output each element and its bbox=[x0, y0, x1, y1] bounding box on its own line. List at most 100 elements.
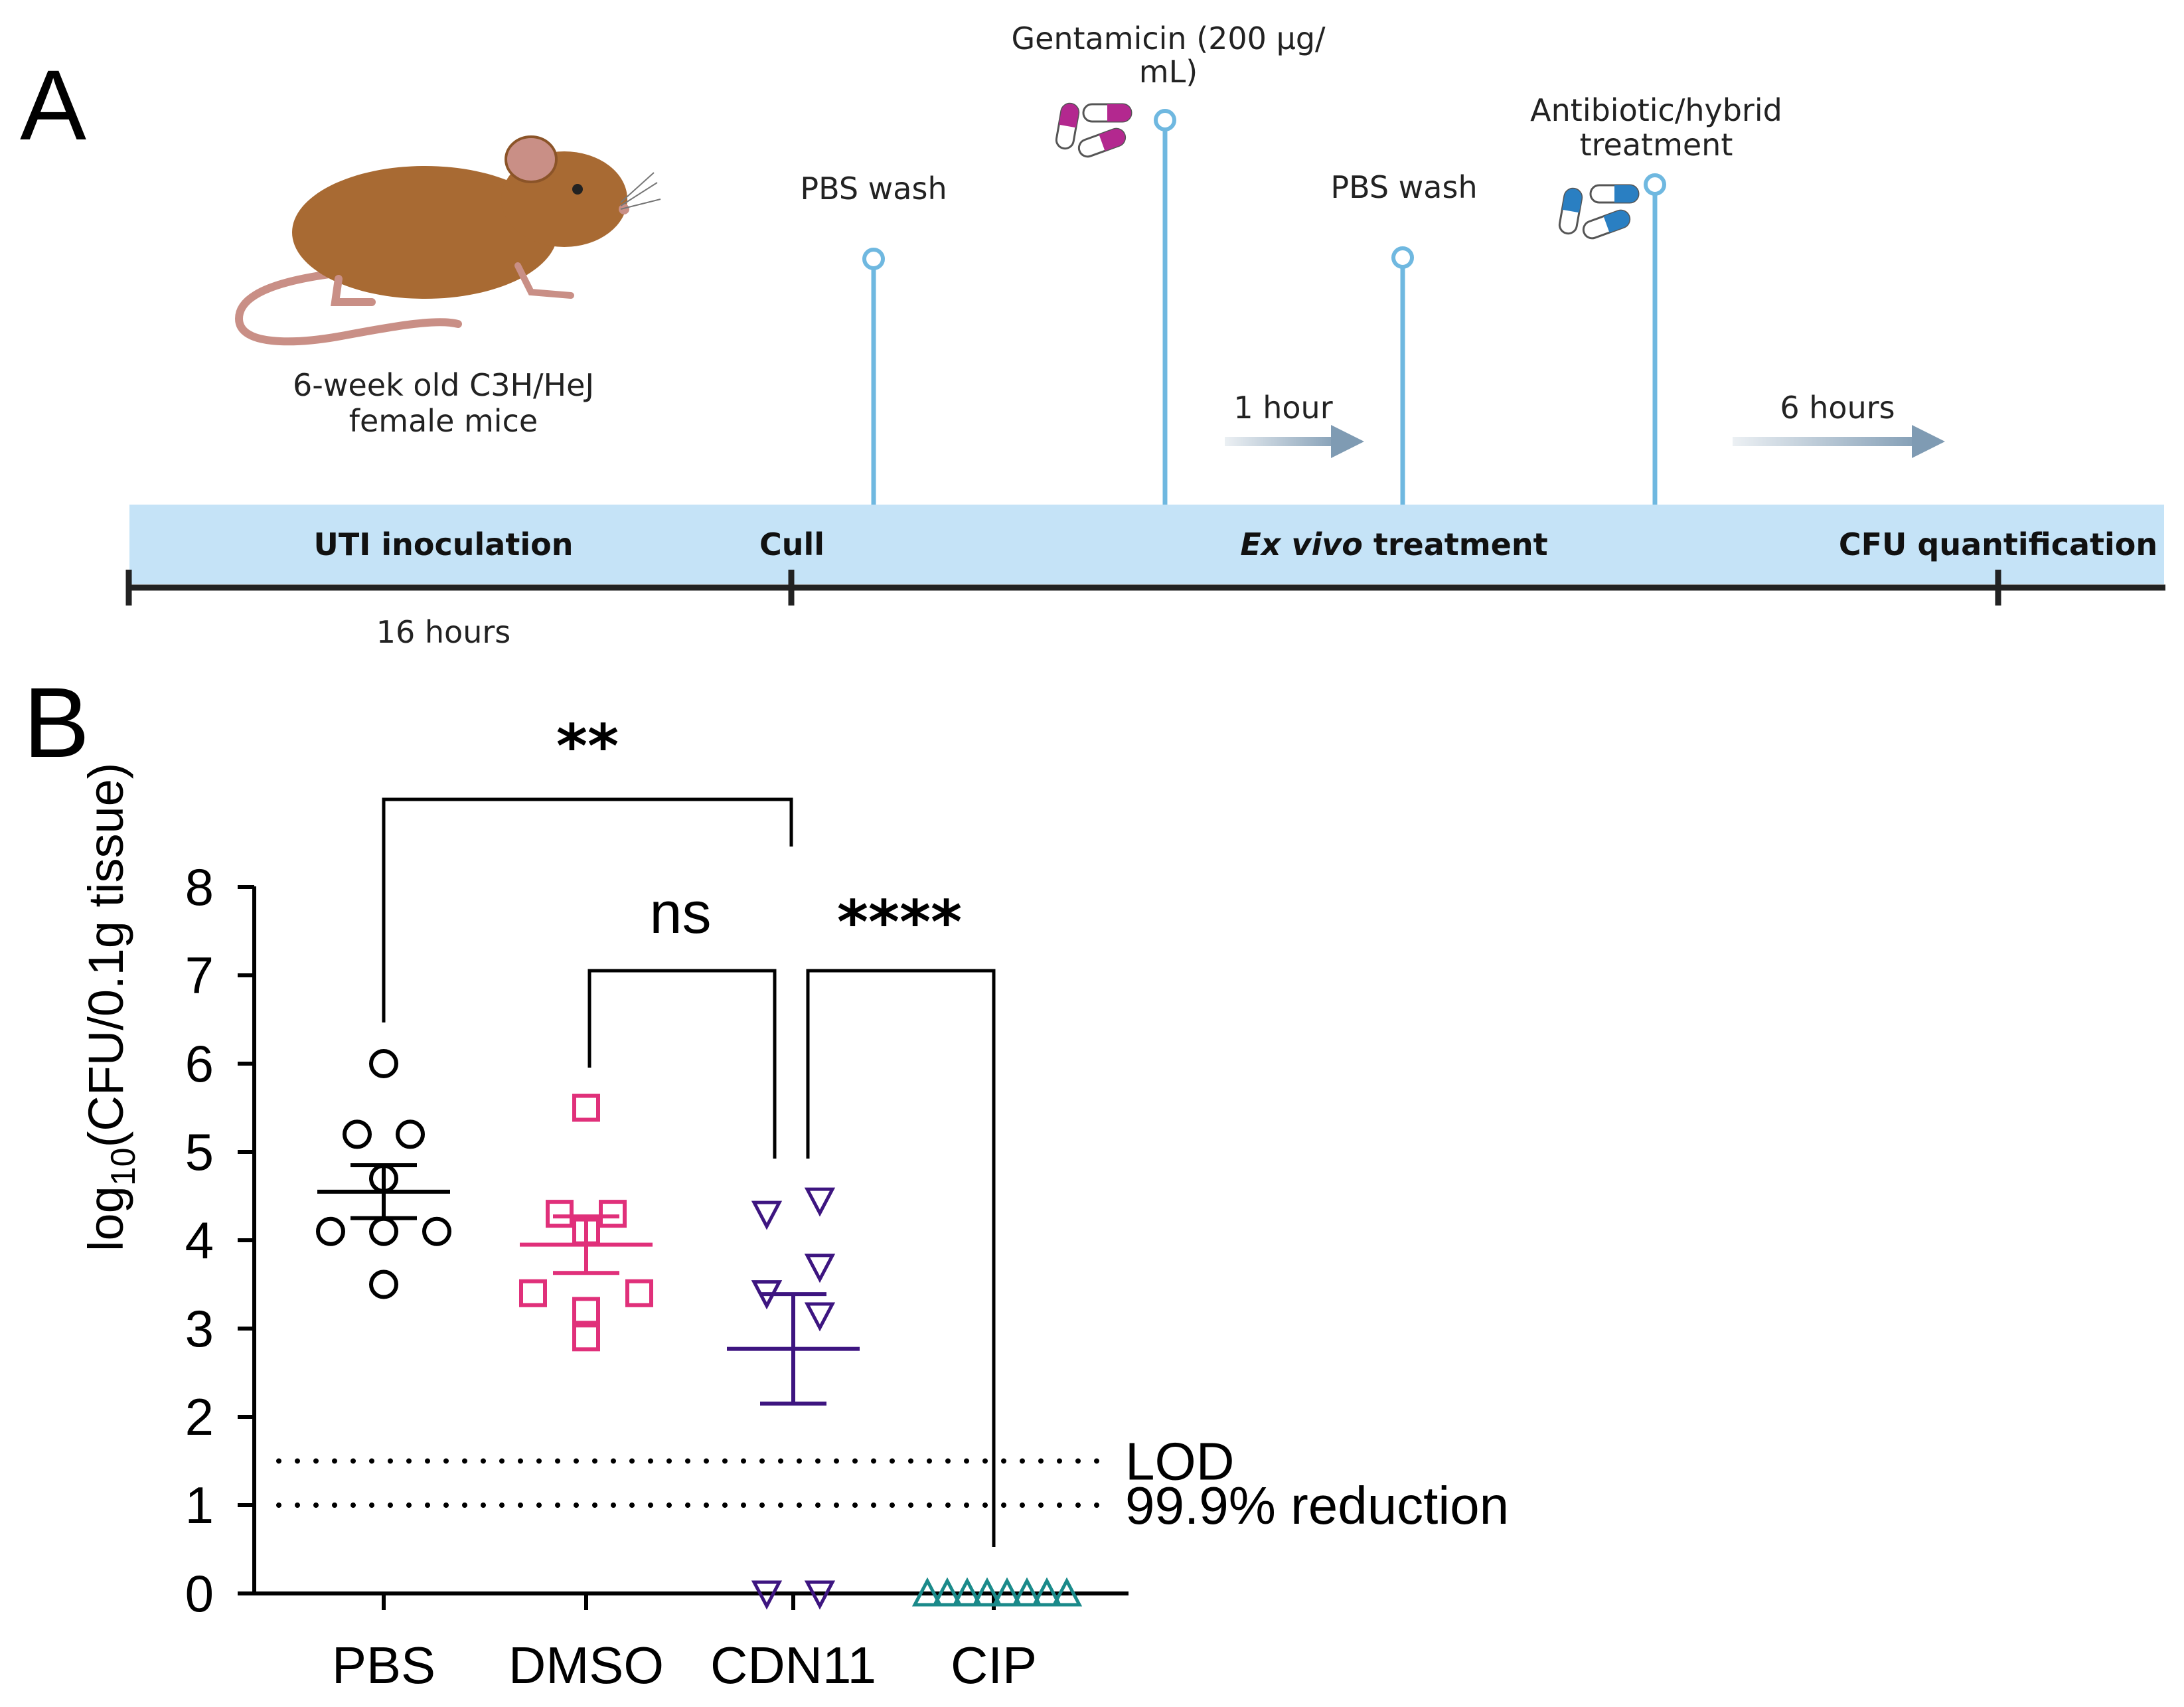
panel-b-letter: B bbox=[23, 667, 90, 778]
x-tick-label: PBS bbox=[332, 1636, 435, 1694]
y-tick-label: 6 bbox=[185, 1034, 214, 1093]
y-axis-label-prefix: log bbox=[78, 1186, 133, 1252]
mean-sem-bars bbox=[317, 1163, 860, 1406]
arrow-1-hour: 1 hour bbox=[1225, 390, 1364, 458]
event-pbs-wash-2: PBS wash bbox=[1330, 169, 1478, 505]
significance-brackets: ** ns **** bbox=[382, 712, 996, 1547]
data-point-triangle-up bbox=[1051, 1577, 1083, 1607]
y-tick-label: 3 bbox=[185, 1299, 214, 1358]
data-point-triangle-down bbox=[804, 1254, 836, 1283]
mouse-tail bbox=[234, 268, 462, 346]
data-point-triangle-down bbox=[804, 1302, 836, 1332]
y-tick-label: 2 bbox=[185, 1388, 214, 1446]
mouse-eye bbox=[572, 184, 583, 195]
y-tick-label: 0 bbox=[185, 1564, 214, 1623]
event-pin bbox=[1644, 173, 1666, 196]
event-label-line2: treatment bbox=[1580, 127, 1733, 163]
y-axis-label-suffix: (CFU/0.1g tissue) bbox=[78, 763, 133, 1148]
y-tick-label: 1 bbox=[185, 1476, 214, 1534]
data-point-triangle-up bbox=[991, 1577, 1023, 1607]
data-point-circle bbox=[396, 1119, 425, 1149]
y-axis-label: log10(CFU/0.1g tissue) bbox=[78, 763, 143, 1252]
y-tick-label: 7 bbox=[185, 946, 214, 1005]
arrow-label: 6 hours bbox=[1780, 390, 1895, 426]
data-point-triangle-up bbox=[951, 1577, 983, 1607]
y-axis-label-subscript: 10 bbox=[104, 1147, 143, 1186]
event-label-line1: Antibiotic/hybrid bbox=[1530, 92, 1782, 128]
panel-a: A 6-week old C3H/HeJ female mice PBS was… bbox=[20, 21, 2165, 650]
event-pin bbox=[1154, 109, 1176, 131]
data-point-circle bbox=[369, 1269, 398, 1299]
panel-a-letter: A bbox=[20, 49, 86, 161]
event-label-line1: Gentamicin (200 µg/ bbox=[1011, 21, 1326, 56]
significance-bracket bbox=[382, 797, 793, 1022]
band-label-cull: Cull bbox=[759, 527, 824, 562]
data-point-circle bbox=[369, 1049, 398, 1078]
mouse-nose bbox=[619, 204, 629, 214]
data-point-triangle-up bbox=[1031, 1577, 1063, 1607]
y-tick-label: 5 bbox=[185, 1123, 214, 1181]
mouse-hind-leg bbox=[331, 275, 376, 306]
event-gentamicin: Gentamicin (200 µg/ mL) bbox=[1011, 21, 1326, 505]
data-point-square bbox=[599, 1200, 627, 1228]
data-point-circle bbox=[369, 1216, 398, 1246]
significance-label: ns bbox=[650, 880, 712, 945]
event-pin bbox=[862, 248, 885, 270]
mouse-illustration bbox=[234, 135, 661, 346]
significance-bracket bbox=[806, 969, 996, 1547]
data-point-square bbox=[625, 1279, 653, 1307]
event-label: PBS wash bbox=[1330, 169, 1477, 205]
data-point-square bbox=[572, 1094, 600, 1122]
pill-icon bbox=[1055, 102, 1132, 158]
panel-b: B log10(CFU/0.1g tissue) 0 1 2 3 4 5 6 7 8 PBS DM… bbox=[23, 667, 1509, 1694]
x-tick-label: DMSO bbox=[508, 1636, 664, 1694]
arrow-head bbox=[1912, 425, 1945, 458]
data-point-square bbox=[572, 1323, 600, 1352]
arrow-shaft bbox=[1225, 437, 1344, 446]
mouse-front-leg bbox=[514, 262, 574, 299]
band-label-ex-vivo-treatment: Ex vivo treatment bbox=[1240, 527, 1547, 562]
y-tick-label: 8 bbox=[185, 858, 214, 916]
data-point-triangle-up bbox=[971, 1577, 1003, 1607]
event-label: PBS wash bbox=[800, 171, 947, 206]
data-point-triangle-up bbox=[911, 1577, 943, 1607]
data-point-square bbox=[572, 1297, 600, 1325]
event-pbs-wash-1: PBS wash bbox=[800, 171, 947, 505]
band-label-uti-inoculation: UTI inoculation bbox=[314, 527, 574, 562]
reference-line-label: 99.9% reduction bbox=[1125, 1476, 1509, 1535]
mouse-whiskers bbox=[620, 172, 661, 210]
mouse-caption-line1: 6-week old C3H/HeJ bbox=[293, 367, 594, 403]
significance-label: **** bbox=[837, 888, 962, 957]
significance-label: ** bbox=[556, 712, 619, 781]
data-point-circle bbox=[343, 1119, 372, 1149]
data-point-triangle-down bbox=[751, 1580, 783, 1610]
data-point-triangle-down bbox=[751, 1200, 783, 1230]
data-point-triangle-down bbox=[804, 1187, 836, 1217]
y-tick-label: 4 bbox=[185, 1211, 214, 1269]
data-points bbox=[316, 1049, 1083, 1610]
reference-line-label: LOD bbox=[1125, 1432, 1235, 1491]
pill-icon bbox=[1558, 184, 1640, 240]
event-pin bbox=[1391, 246, 1414, 269]
data-point-triangle-down bbox=[804, 1580, 836, 1610]
timeline-band bbox=[129, 505, 2164, 584]
data-point-square bbox=[519, 1279, 547, 1307]
x-tick-label: CIP bbox=[951, 1636, 1037, 1694]
data-point-circle bbox=[316, 1216, 345, 1246]
event-label-line2: mL) bbox=[1139, 54, 1198, 90]
arrow-shaft bbox=[1733, 437, 1925, 446]
mouse-caption-line2: female mice bbox=[349, 403, 538, 439]
data-point-triangle-up bbox=[931, 1577, 963, 1607]
arrow-head bbox=[1331, 425, 1364, 458]
band-label-cfu-quantification: CFU quantification bbox=[1839, 527, 2157, 562]
data-point-square bbox=[546, 1200, 574, 1228]
mouse-ear bbox=[505, 135, 558, 183]
data-point-triangle-up bbox=[1011, 1577, 1043, 1607]
arrow-label: 1 hour bbox=[1233, 390, 1332, 426]
significance-bracket bbox=[587, 969, 777, 1159]
data-point-circle bbox=[422, 1216, 451, 1246]
band-label-rest: treatment bbox=[1363, 527, 1548, 562]
